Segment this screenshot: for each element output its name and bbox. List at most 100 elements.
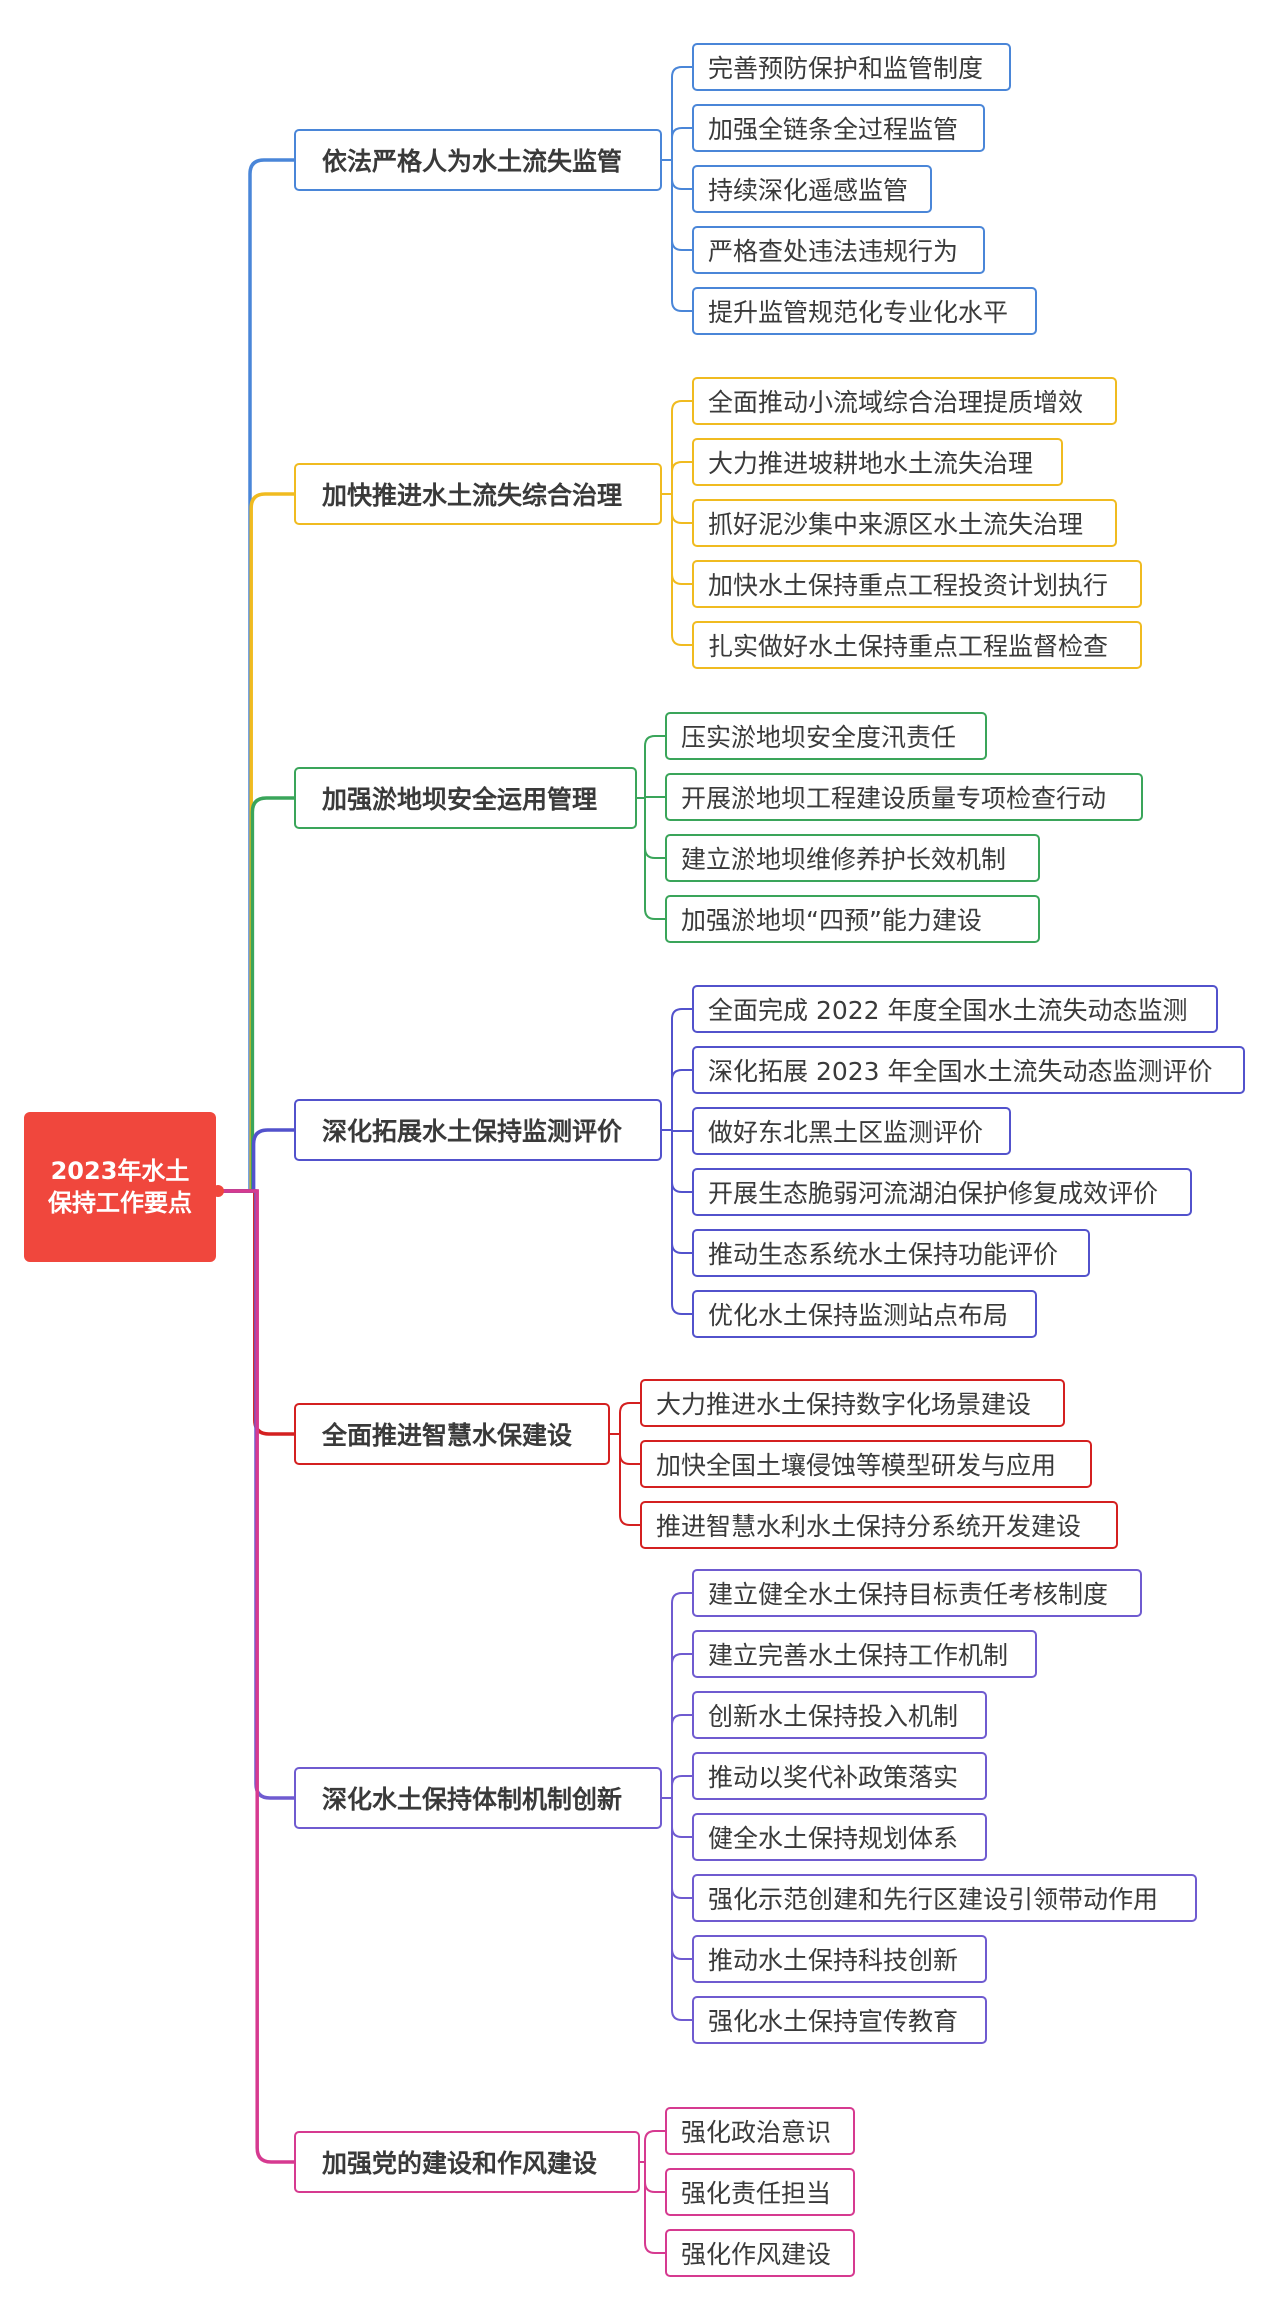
leaf-node[interactable]: 强化责任担当 <box>665 2168 855 2216</box>
leaf-label: 强化作风建设 <box>681 2240 832 2269</box>
leaf-label: 做好东北黑土区监测评价 <box>708 1118 984 1147</box>
leaf-node[interactable]: 完善预防保护和监管制度 <box>692 43 1011 91</box>
leaf-node[interactable]: 抓好泥沙集中来源区水土流失治理 <box>692 499 1117 547</box>
connector-line <box>671 1714 693 1799</box>
leaf-label: 抓好泥沙集中来源区水土流失治理 <box>708 510 1084 539</box>
leaf-node[interactable]: 建立健全水土保持目标责任考核制度 <box>692 1569 1142 1617</box>
leaf-node[interactable]: 严格查处违法违规行为 <box>692 226 985 274</box>
connector-line <box>671 1129 693 1193</box>
leaf-label: 建立淤地坝维修养护长效机制 <box>681 845 1007 874</box>
leaf-node[interactable]: 全面完成 2022 年度全国水土流失动态监测 <box>692 985 1218 1033</box>
branch-node[interactable]: 深化拓展水土保持监测评价 <box>294 1099 662 1161</box>
leaf-node[interactable]: 健全水土保持规划体系 <box>692 1813 987 1861</box>
leaf-label: 加快全国土壤侵蚀等模型研发与应用 <box>656 1451 1057 1480</box>
leaf-label: 开展淤地坝工程建设质量专项检查行动 <box>681 784 1107 813</box>
leaf-label: 强化责任担当 <box>681 2179 832 2208</box>
branch-node[interactable]: 加强党的建设和作风建设 <box>294 2131 640 2193</box>
leaf-label: 建立健全水土保持目标责任考核制度 <box>708 1580 1109 1609</box>
leaf-node[interactable]: 开展生态脆弱河流湖泊保护修复成效评价 <box>692 1168 1192 1216</box>
connector-line <box>671 1653 693 1799</box>
connector-line <box>671 1797 693 1960</box>
leaf-label: 加强淤地坝“四预”能力建设 <box>681 906 982 935</box>
leaf-label: 优化水土保持监测站点布局 <box>708 1301 1009 1330</box>
leaf-node[interactable]: 加快水土保持重点工程投资计划执行 <box>692 560 1142 608</box>
leaf-label: 推动水土保持科技创新 <box>708 1946 959 1975</box>
branch-node[interactable]: 加快推进水土流失综合治理 <box>294 463 662 525</box>
leaf-node[interactable]: 建立淤地坝维修养护长效机制 <box>665 834 1040 882</box>
branch-node[interactable]: 依法严格人为水土流失监管 <box>294 129 662 191</box>
leaf-node[interactable]: 大力推进水土保持数字化场景建设 <box>640 1379 1065 1427</box>
leaf-label: 推动生态系统水土保持功能评价 <box>708 1240 1059 1269</box>
branch-node[interactable]: 全面推进智慧水保建设 <box>294 1403 610 1465</box>
leaf-label: 全面推动小流域综合治理提质增效 <box>708 388 1084 417</box>
connector-line <box>671 66 693 161</box>
leaf-node[interactable]: 加强淤地坝“四预”能力建设 <box>665 895 1040 943</box>
leaf-node[interactable]: 深化拓展 2023 年全国水土流失动态监测评价 <box>692 1046 1245 1094</box>
connector-line <box>644 2161 666 2254</box>
branch-label: 依法严格人为水土流失监管 <box>322 147 623 176</box>
branch-label: 加强党的建设和作风建设 <box>322 2149 598 2178</box>
connector-line <box>671 493 693 646</box>
connector-line <box>671 1069 693 1131</box>
leaf-node[interactable]: 加快全国土壤侵蚀等模型研发与应用 <box>640 1440 1092 1488</box>
branch-label: 加强淤地坝安全运用管理 <box>322 785 598 814</box>
leaf-label: 推进智慧水利水土保持分系统开发建设 <box>656 1512 1082 1541</box>
connector-line <box>619 1402 641 1435</box>
leaf-label: 健全水土保持规划体系 <box>708 1824 959 1853</box>
connector-line <box>671 159 693 190</box>
leaf-node[interactable]: 推进智慧水利水土保持分系统开发建设 <box>640 1501 1118 1549</box>
leaf-label: 大力推进水土保持数字化场景建设 <box>656 1390 1032 1419</box>
connector-line <box>619 1433 641 1526</box>
connector-line <box>644 2130 666 2163</box>
connector-line <box>216 796 296 1193</box>
leaf-node[interactable]: 优化水土保持监测站点布局 <box>692 1290 1037 1338</box>
leaf-label: 深化拓展 2023 年全国水土流失动态监测评价 <box>708 1057 1213 1086</box>
connector-line <box>671 1775 693 1799</box>
leaf-label: 推动以奖代补政策落实 <box>708 1763 959 1792</box>
leaf-label: 提升监管规范化专业化水平 <box>708 298 1009 327</box>
leaf-node[interactable]: 全面推动小流域综合治理提质增效 <box>692 377 1117 425</box>
leaf-node[interactable]: 推动水土保持科技创新 <box>692 1935 987 1983</box>
leaf-node[interactable]: 推动生态系统水土保持功能评价 <box>692 1229 1090 1277</box>
leaf-label: 压实淤地坝安全度汛责任 <box>681 723 957 752</box>
leaf-label: 大力推进坡耕地水土流失治理 <box>708 449 1034 478</box>
branch-node[interactable]: 深化水土保持体制机制创新 <box>294 1767 662 1829</box>
leaf-label: 强化政治意识 <box>681 2118 832 2147</box>
leaf-label: 建立完善水土保持工作机制 <box>708 1641 1009 1670</box>
root-label: 2023年水土保持工作要点 <box>48 1157 192 1217</box>
leaf-node[interactable]: 创新水土保持投入机制 <box>692 1691 987 1739</box>
leaf-node[interactable]: 扎实做好水土保持重点工程监督检查 <box>692 621 1142 669</box>
leaf-node[interactable]: 强化水土保持宣传教育 <box>692 1996 987 2044</box>
connector-line <box>671 159 693 251</box>
connector-line <box>671 1797 693 2021</box>
connector-line <box>644 797 666 920</box>
connector-line <box>619 1433 641 1465</box>
branch-label: 全面推进智慧水保建设 <box>322 1421 573 1450</box>
leaf-label: 强化水土保持宣传教育 <box>708 2007 959 2036</box>
leaf-label: 加强全链条全过程监管 <box>708 115 959 144</box>
leaf-node[interactable]: 提升监管规范化专业化水平 <box>692 287 1037 335</box>
leaf-node[interactable]: 压实淤地坝安全度汛责任 <box>665 712 987 760</box>
connector-line <box>216 492 296 1193</box>
leaf-node[interactable]: 强化政治意识 <box>665 2107 855 2155</box>
connector-line <box>671 461 693 495</box>
leaf-node[interactable]: 大力推进坡耕地水土流失治理 <box>692 438 1063 486</box>
connector-line <box>671 127 693 161</box>
leaf-node[interactable]: 开展淤地坝工程建设质量专项检查行动 <box>665 773 1143 821</box>
root-node[interactable]: 2023年水土保持工作要点 <box>24 1112 216 1262</box>
connector-line <box>671 1008 693 1131</box>
leaf-node[interactable]: 做好东北黑土区监测评价 <box>692 1107 1011 1155</box>
connector-line <box>216 1189 296 2164</box>
leaf-node[interactable]: 持续深化遥感监管 <box>692 165 932 213</box>
connector-line <box>671 1129 693 1315</box>
connector-line <box>644 797 666 859</box>
leaf-node[interactable]: 强化作风建设 <box>665 2229 855 2277</box>
leaf-node[interactable]: 推动以奖代补政策落实 <box>692 1752 987 1800</box>
leaf-node[interactable]: 加强全链条全过程监管 <box>692 104 985 152</box>
leaf-node[interactable]: 建立完善水土保持工作机制 <box>692 1630 1037 1678</box>
leaf-label: 严格查处违法违规行为 <box>708 237 959 266</box>
branch-node[interactable]: 加强淤地坝安全运用管理 <box>294 767 637 829</box>
leaf-node[interactable]: 强化示范创建和先行区建设引领带动作用 <box>692 1874 1197 1922</box>
leaf-label: 创新水土保持投入机制 <box>708 1702 959 1731</box>
